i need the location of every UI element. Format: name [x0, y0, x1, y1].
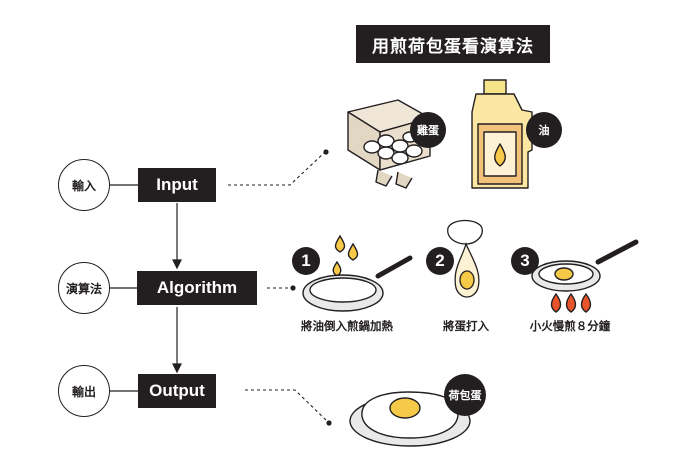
pointer-dot [290, 285, 296, 291]
input-tag: 輸入 [58, 159, 110, 211]
fried-egg-illustration [349, 391, 471, 447]
algorithm-box: Algorithm [137, 271, 257, 305]
diagram-title: 用煎荷包蛋看演算法 [356, 25, 550, 63]
egg-crack-illustration [447, 219, 483, 298]
pan-step3-illustration [531, 239, 639, 313]
oil-badge: 油 [526, 112, 562, 148]
step-3-label: 小火慢煎８分鐘 [529, 319, 611, 333]
pan-step1-illustration [302, 234, 413, 312]
oil-bottle-illustration [471, 79, 533, 189]
step-1-label: 將油倒入煎鍋加熱 [301, 319, 393, 333]
pointer-dot [323, 149, 329, 155]
flow-arrows [172, 203, 182, 374]
step-2-label: 將蛋打入 [443, 319, 489, 333]
step-1-number: 1 [292, 247, 320, 275]
tag-connectors [110, 184, 138, 392]
fried-egg-badge: 荷包蛋 [444, 374, 486, 416]
output-tag: 輸出 [58, 365, 110, 417]
step-3-number: 3 [511, 247, 539, 275]
algorithm-tag: 演算法 [58, 262, 110, 314]
output-box: Output [138, 374, 216, 408]
egg-badge: 雞蛋 [410, 112, 446, 148]
pointer-dot [326, 420, 332, 426]
step-2-number: 2 [426, 247, 454, 275]
dashed-pointers [228, 151, 329, 423]
input-box: Input [138, 168, 216, 202]
